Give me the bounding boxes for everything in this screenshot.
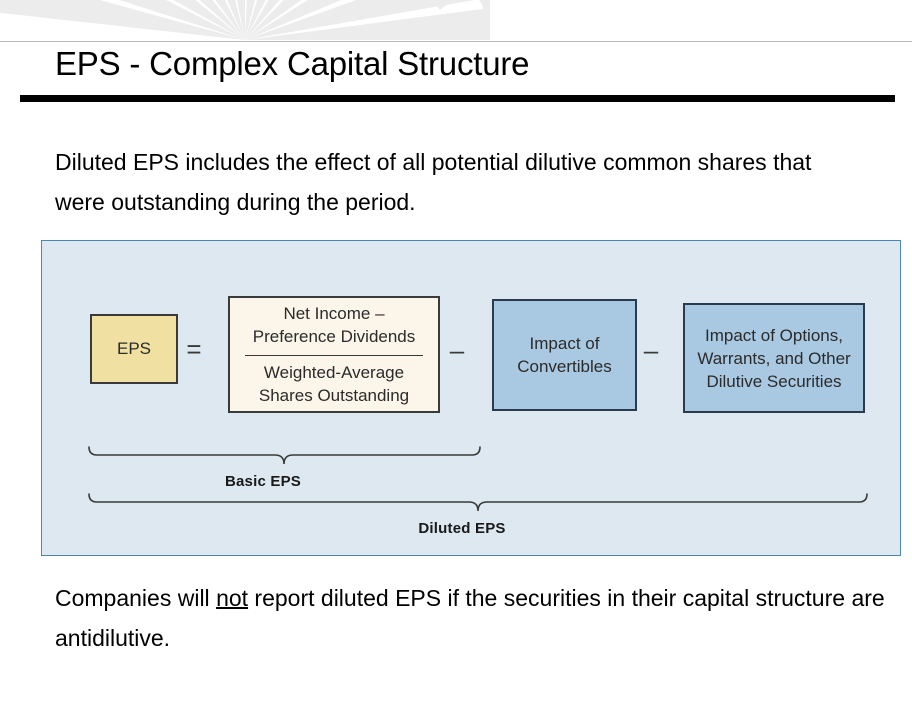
closing-part1: Companies will	[55, 585, 217, 611]
basic-eps-brace	[87, 445, 482, 476]
options-line3: Dilutive Securities	[706, 371, 842, 391]
formula-denominator: Weighted-Average Shares Outstanding	[259, 361, 409, 407]
title-underline-bar	[20, 95, 895, 102]
convertibles-line2: Convertibles	[517, 357, 612, 376]
equals-operator: =	[186, 334, 202, 364]
formula-numerator-line2: Preference Dividends	[252, 327, 416, 346]
formula-numerator-line1: Net Income –	[283, 304, 385, 323]
formula-denominator-line1: Weighted-Average	[263, 363, 405, 382]
convertibles-line1: Impact of	[529, 334, 600, 353]
impact-of-convertibles-box: Impact of Convertibles	[485, 299, 637, 418]
watermark-graphic	[0, 0, 490, 42]
minus-operator-1: –	[449, 335, 465, 365]
page-title: EPS - Complex Capital Structure	[55, 45, 530, 82]
intro-paragraph: Diluted EPS includes the effect of all p…	[55, 149, 812, 215]
basic-eps-label: Basic EPS	[224, 473, 301, 490]
eps-box: EPS	[83, 314, 178, 391]
impact-of-options-box: Impact of Options, Warrants, and Other D…	[676, 303, 865, 420]
basic-eps-formula-box: Net Income – Preference Dividends Weight…	[221, 296, 440, 420]
diluted-eps-brace	[87, 492, 869, 523]
minus-operator-2: –	[643, 335, 659, 365]
diluted-eps-label: Diluted EPS	[418, 520, 506, 537]
closing-part2: report diluted EPS if the securities in …	[55, 585, 885, 651]
formula-denominator-line2: Shares Outstanding	[258, 386, 410, 405]
closing-paragraph: Companies will not report diluted EPS if…	[55, 578, 912, 658]
fraction-bar	[245, 355, 423, 356]
eps-box-label: EPS	[116, 339, 152, 358]
options-line2: Warrants, and Other	[697, 348, 851, 368]
title-top-rule	[0, 41, 912, 42]
closing-emphasis: not	[216, 585, 249, 611]
formula-numerator: Net Income – Preference Dividends	[253, 302, 416, 352]
eps-diagram-panel: EPS = Net Income – Preference Dividends …	[41, 240, 901, 556]
options-line1: Impact of Options,	[705, 325, 843, 345]
